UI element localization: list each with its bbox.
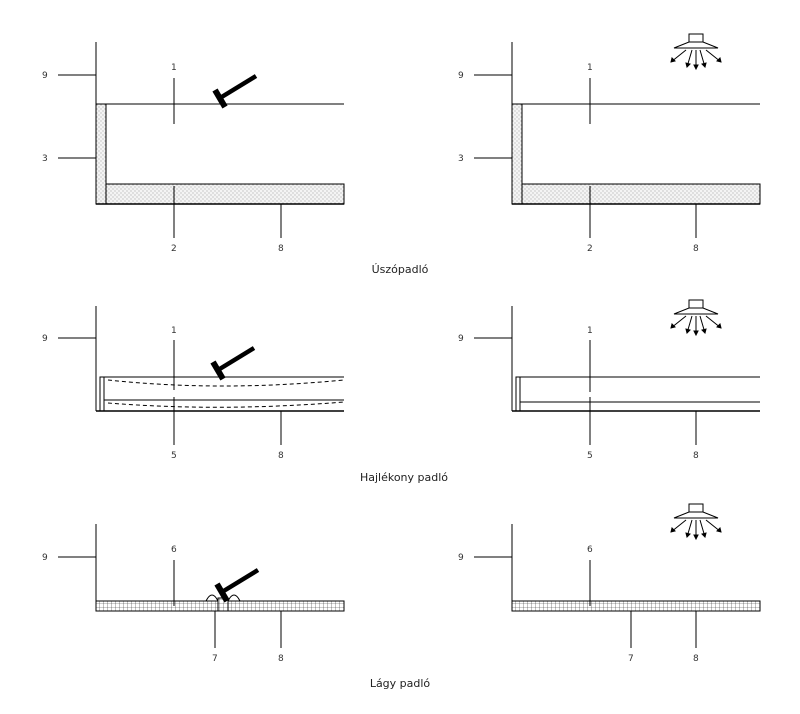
- label-7: 7: [628, 654, 634, 664]
- soft-covering-layer: [511, 600, 761, 612]
- label-2: 2: [171, 244, 177, 254]
- label-2: 2: [587, 244, 593, 254]
- label-6: 6: [171, 545, 177, 555]
- caption-soft-floor: Lágy padló: [370, 677, 431, 690]
- deflection-upper: [107, 379, 345, 387]
- edge-strip: [99, 376, 105, 412]
- row-flexible-floor: 9 1 5 8 9 1 5 8: [42, 299, 760, 484]
- loudspeaker-icon: [670, 503, 722, 540]
- panel-floating-airborne: 9 3 1 2 8: [458, 33, 761, 254]
- hammer-icon: [213, 348, 254, 379]
- label-1: 1: [171, 63, 177, 73]
- label-9: 9: [42, 71, 48, 81]
- label-9: 9: [458, 553, 464, 563]
- label-6: 6: [587, 545, 593, 555]
- label-8: 8: [278, 244, 284, 254]
- label-8: 8: [278, 654, 284, 664]
- hammer-icon: [215, 76, 256, 107]
- insulation-layer: [521, 183, 761, 205]
- panel-flexible-impact: 9 1 5 8: [42, 306, 345, 461]
- label-8: 8: [693, 244, 699, 254]
- label-8: 8: [278, 451, 284, 461]
- loudspeaker-icon: [670, 299, 722, 336]
- label-8: 8: [693, 654, 699, 664]
- edge-strip: [515, 376, 521, 412]
- row-soft-floor: 9 6 7 8 9 6 7 8 Lágy padló: [42, 503, 761, 690]
- panel-flexible-airborne: 9 1 5 8: [458, 299, 760, 461]
- label-3: 3: [42, 154, 48, 164]
- label-1: 1: [587, 326, 593, 336]
- label-3: 3: [458, 154, 464, 164]
- caption-floating-floor: Úszópadló: [372, 263, 429, 276]
- caption-flexible-floor: Hajlékony padló: [360, 471, 448, 484]
- deflection-lower: [107, 401, 345, 408]
- panel-soft-impact: 9 6 7 8: [42, 524, 345, 664]
- label-9: 9: [42, 334, 48, 344]
- label-8: 8: [693, 451, 699, 461]
- loudspeaker-icon: [670, 33, 722, 70]
- panel-soft-airborne: 9 6 7 8: [458, 503, 761, 664]
- label-9: 9: [458, 71, 464, 81]
- label-1: 1: [171, 326, 177, 336]
- row-floating-floor: 9 3 1 2 8 9 3 1: [42, 33, 761, 276]
- edge-strip: [511, 103, 523, 205]
- label-7: 7: [212, 654, 218, 664]
- label-1: 1: [587, 63, 593, 73]
- label-9: 9: [458, 334, 464, 344]
- label-5: 5: [171, 451, 177, 461]
- label-9: 9: [42, 553, 48, 563]
- edge-strip: [95, 103, 107, 205]
- panel-floating-impact: 9 3 1 2 8: [42, 42, 345, 254]
- label-5: 5: [587, 451, 593, 461]
- insulation-layer: [105, 183, 345, 205]
